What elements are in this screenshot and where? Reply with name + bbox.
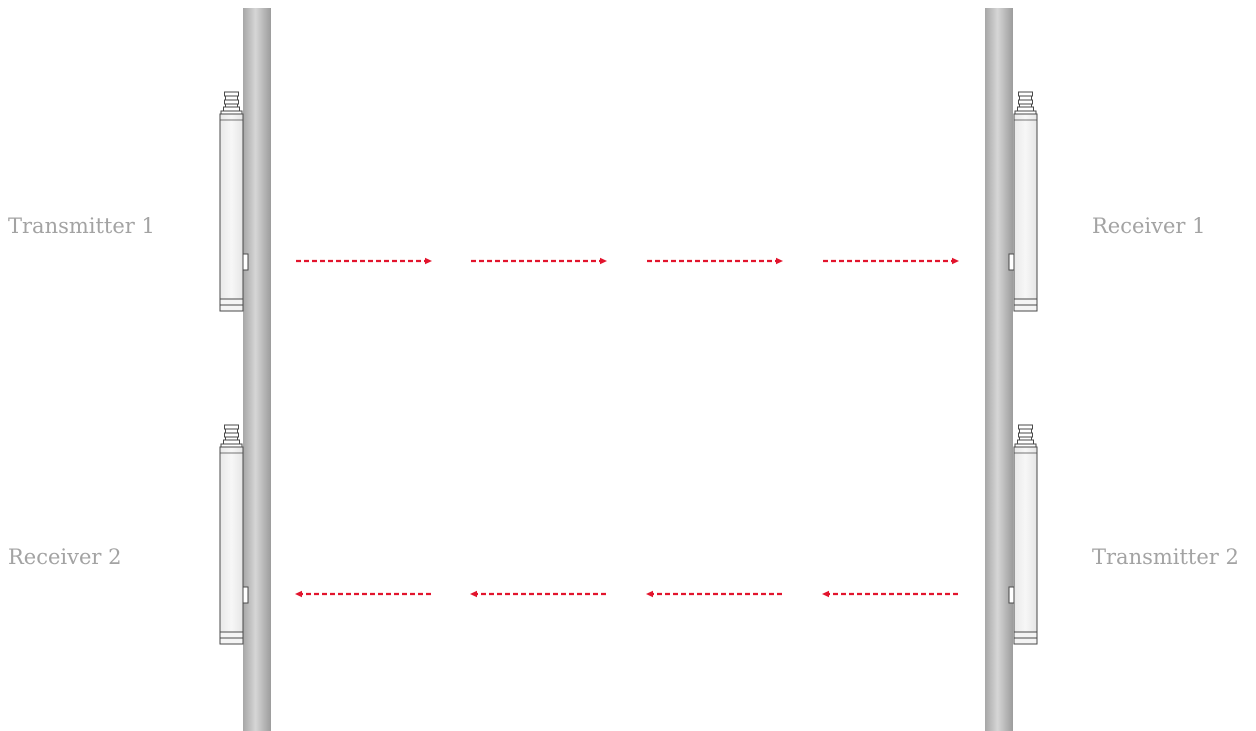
indicator-window — [243, 254, 248, 270]
transmitter-2-label: Transmitter 2 — [1092, 547, 1239, 568]
transmitter-2-unit — [1009, 425, 1037, 644]
connector-icon — [221, 92, 242, 114]
receiver-1-unit — [1009, 92, 1037, 311]
indicator-window — [1009, 587, 1014, 603]
indicator-window — [243, 587, 248, 603]
transmitter-1-label: Transmitter 1 — [8, 216, 155, 237]
left-pole — [243, 8, 271, 731]
connector-icon — [1015, 425, 1036, 447]
receiver-1-label: Receiver 1 — [1092, 216, 1206, 237]
receiver-2-label: Receiver 2 — [8, 547, 122, 568]
connector-icon — [221, 425, 242, 447]
right-pole — [985, 8, 1013, 731]
connector-icon — [1015, 92, 1036, 114]
indicator-window — [1009, 254, 1014, 270]
